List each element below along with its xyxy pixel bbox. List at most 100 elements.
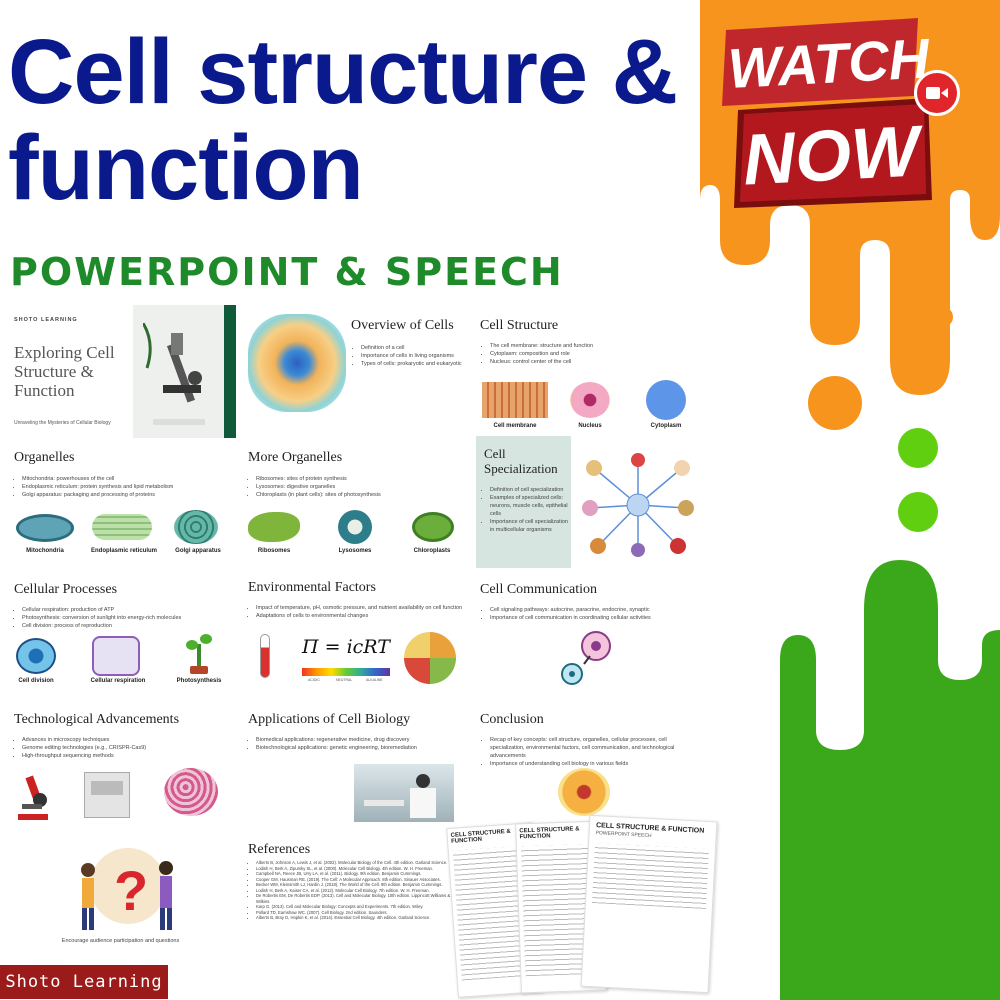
bullet: Examples of specialized cells: neurons, … bbox=[490, 494, 568, 518]
bullet: Golgi apparatus: packaging and processin… bbox=[22, 491, 229, 499]
brand-footer[interactable]: Shoto Learning bbox=[0, 965, 168, 999]
stem-cell-diagram bbox=[582, 453, 694, 557]
cell-illustration bbox=[558, 768, 610, 816]
bullet: Advances in microscopy techniques bbox=[22, 736, 229, 744]
doc-lines bbox=[591, 843, 709, 909]
nutrients-icon bbox=[404, 632, 456, 684]
reference-item: Cooper GM, Hausman RE. (2019). The Cell:… bbox=[256, 877, 460, 883]
slide-overview[interactable]: Overview of Cells Definition of a cell I… bbox=[246, 310, 471, 445]
caption: Endoplasmic reticulum bbox=[90, 548, 157, 554]
bullet: Recap of key concepts: cell structure, o… bbox=[490, 736, 697, 760]
golgi-image bbox=[174, 510, 218, 544]
bullet: Photosynthesis: conversion of sunlight i… bbox=[22, 614, 229, 622]
bullet: Genome editing technologies (e.g., CRISP… bbox=[22, 744, 229, 752]
bullet: Importance of cell communication in coor… bbox=[490, 614, 697, 622]
slide-heading: Conclusion bbox=[480, 712, 544, 727]
slide-references[interactable]: References Alberts B, Johnson A, Lewis J… bbox=[242, 838, 467, 960]
bullet: Types of cells: prokaryotic and eukaryot… bbox=[361, 360, 463, 368]
cell-division-image bbox=[16, 638, 56, 674]
reference-item: Karp G. (2013). Cell and Molecular Biolo… bbox=[256, 904, 460, 910]
slide-heading: Cellular Processes bbox=[14, 582, 118, 597]
caption: Lysosomes bbox=[338, 548, 372, 554]
caption: Photosynthesis bbox=[176, 678, 222, 684]
microscope-icon bbox=[18, 775, 48, 820]
slide-technological-advancements[interactable]: Technological Advancements Advances in m… bbox=[8, 706, 233, 841]
caption: Nucleus bbox=[578, 423, 602, 429]
bullet: Endoplasmic reticulum: protein synthesis… bbox=[22, 483, 229, 491]
slide-heading: More Organelles bbox=[248, 450, 343, 465]
bullet: Definition of a cell bbox=[361, 344, 463, 352]
slide-organelles[interactable]: Organelles Mitochondria: powerhouses of … bbox=[8, 440, 233, 575]
caption: Cell membrane bbox=[493, 423, 537, 429]
reference-item: Campbell NA, Reece JB, Urry LA, et al. (… bbox=[256, 871, 460, 877]
slide-environmental-factors[interactable]: Environmental Factors Impact of temperat… bbox=[242, 572, 467, 707]
bullet: The cell membrane: structure and functio… bbox=[490, 342, 692, 350]
bullet: Importance of cell specialization in mul… bbox=[490, 518, 568, 534]
slide-heading: Technological Advancements bbox=[14, 712, 180, 727]
slide-heading: Cell Structure bbox=[480, 318, 559, 333]
ph-label-neutral: NEUTRAL bbox=[336, 678, 353, 682]
bullet: Importance of understanding cell biology… bbox=[490, 760, 697, 768]
slide-cell-specialization[interactable]: Cell Specialization Definition of cell s… bbox=[476, 436, 706, 571]
bullet: Cellular respiration: production of ATP bbox=[22, 606, 229, 614]
mitochondria-image bbox=[16, 514, 74, 542]
caption: Mitochondria bbox=[26, 548, 64, 554]
bullet: Importance of cells in living organisms bbox=[361, 352, 463, 360]
bullet: High-throughput sequencing methods bbox=[22, 752, 229, 760]
bullet: Lysosomes: digestive organelles bbox=[256, 483, 463, 491]
slide-brand: SHOTO LEARNING bbox=[14, 317, 78, 323]
slide-questions[interactable]: ? Encourage audience participation and q… bbox=[8, 830, 233, 950]
watch-label: WATCH bbox=[726, 26, 931, 100]
slide-cellular-processes[interactable]: Cellular Processes Cellular respiration:… bbox=[8, 572, 233, 707]
bullet: Adaptations of cells to environmental ch… bbox=[256, 612, 463, 620]
reference-list: Alberts B, Johnson A, Lewis J, et al. (2… bbox=[248, 860, 460, 921]
question-people-illustration: ? bbox=[81, 848, 173, 930]
caption: Ribosomes bbox=[257, 548, 291, 554]
bullet: Mitochondria: powerhouses of the cell bbox=[22, 475, 229, 483]
slide-cell-structure[interactable]: Cell Structure The cell membrane: struct… bbox=[476, 310, 706, 445]
slide-cell-communication[interactable]: Cell Communication Cell signaling pathwa… bbox=[476, 572, 706, 707]
video-camera-icon bbox=[914, 70, 960, 116]
sequencer-image bbox=[84, 772, 130, 818]
watch-now-badge[interactable]: WATCH NOW bbox=[718, 18, 960, 208]
reference-item: Lodish H, Berk A, Zipursky SL, et al. (2… bbox=[256, 866, 460, 872]
slide-tagline: Unraveling the Mysteries of Cellular Bio… bbox=[14, 420, 111, 426]
photosynthesis-image bbox=[186, 634, 212, 674]
bullet: Definition of cell specialization bbox=[490, 486, 568, 494]
slide-sidebar bbox=[476, 436, 571, 568]
slide-more-organelles[interactable]: More Organelles Ribosomes: sites of prot… bbox=[242, 440, 467, 575]
respiration-image bbox=[92, 636, 140, 676]
slide-applications[interactable]: Applications of Cell Biology Biomedical … bbox=[242, 706, 467, 841]
caption: Cell division bbox=[18, 678, 54, 684]
slide-heading: Overview of Cells bbox=[351, 318, 454, 333]
bullet: Biomedical applications: regenerative me… bbox=[256, 736, 463, 744]
nucleus-image bbox=[570, 382, 610, 418]
ph-label-acidic: ACIDIC bbox=[308, 678, 320, 682]
laboratory-photo bbox=[354, 764, 454, 822]
chloroplasts-image bbox=[412, 512, 454, 542]
slide-heading: Environmental Factors bbox=[248, 580, 376, 595]
caption: Chloroplasts bbox=[413, 548, 451, 554]
slide-heading: Applications of Cell Biology bbox=[248, 712, 411, 727]
page-title: Cell structure & function bbox=[8, 21, 678, 219]
slide-heading: Cell Specialization bbox=[484, 446, 558, 476]
bullet: Chloroplasts (in plant cells): sites of … bbox=[256, 491, 463, 499]
bullet: Impact of temperature, pH, osmotic press… bbox=[256, 604, 463, 612]
protein-structure-image bbox=[164, 768, 218, 816]
osmotic-formula: Π = icRT bbox=[302, 636, 390, 658]
speech-document-preview-3[interactable]: CELL STRUCTURE & FUNCTION POWERPOINT SPE… bbox=[580, 814, 718, 994]
bullet: Cell signaling pathways: autocrine, para… bbox=[490, 606, 697, 614]
page-subtitle: POWERPOINT & SPEECH bbox=[10, 250, 564, 294]
caption: Cellular respiration bbox=[90, 678, 146, 684]
caption: Cytoplasm bbox=[650, 423, 682, 429]
slide-heading: Cell Communication bbox=[480, 582, 598, 597]
svg-text:?: ? bbox=[114, 859, 148, 922]
reference-item: Becker WM, Kleinsmith LJ, Hardin J. (201… bbox=[256, 882, 460, 888]
cytoplasm-image bbox=[646, 380, 686, 420]
slide-title[interactable]: SHOTO LEARNING Exploring Cell Structure … bbox=[8, 305, 236, 438]
cell-membrane-image bbox=[482, 382, 548, 418]
caption: Golgi apparatus bbox=[175, 548, 221, 554]
reference-item: De Robertis EM, De Robertis EDP. (2013).… bbox=[256, 893, 460, 904]
reference-item: Alberts B, Johnson A, Lewis J, et al. (2… bbox=[256, 860, 460, 866]
now-label: NOW bbox=[741, 111, 921, 201]
